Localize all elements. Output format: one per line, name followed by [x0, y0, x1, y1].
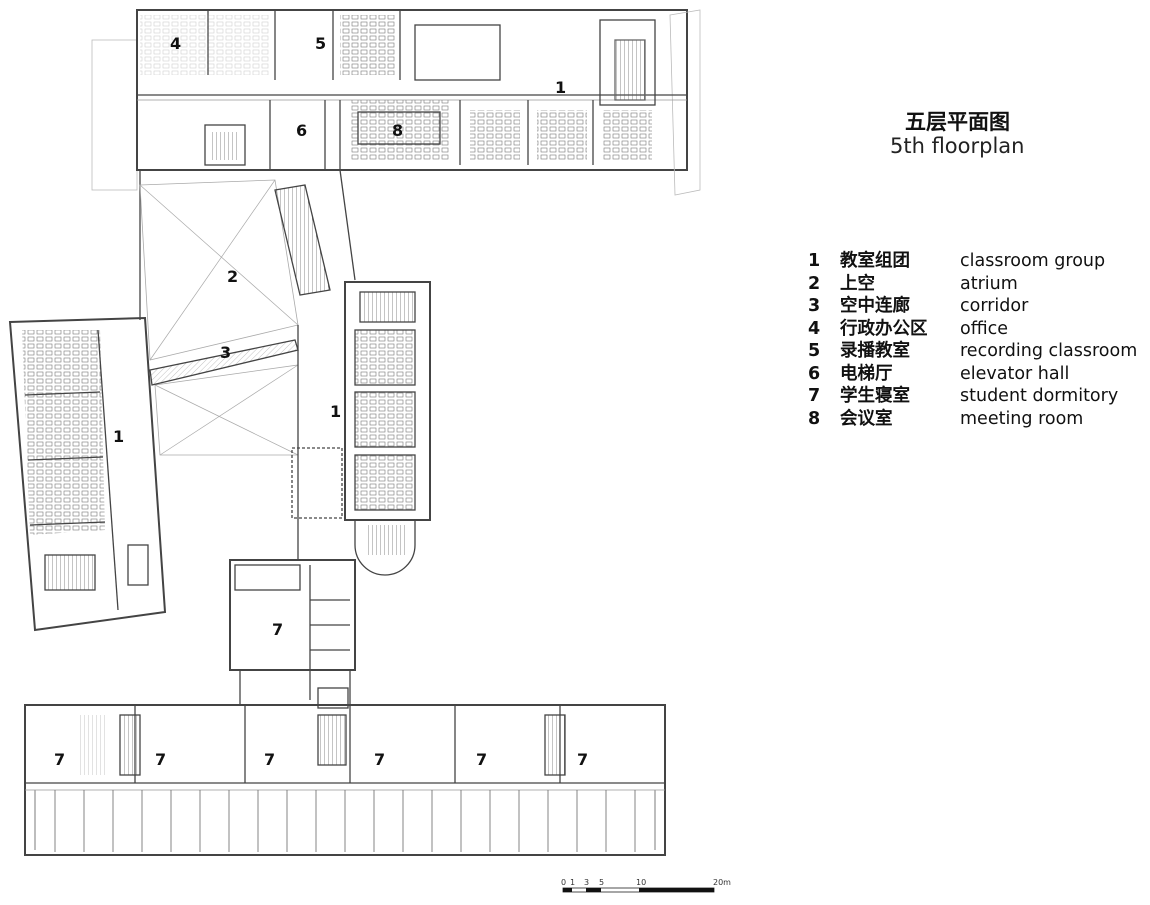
legend-en: office — [960, 318, 1009, 339]
room-label-dormitory: 7 — [54, 750, 65, 769]
scale-bar — [562, 887, 715, 893]
scale-label: 5 — [599, 878, 605, 887]
scale-label: 0 — [561, 878, 567, 887]
scale-segment — [639, 888, 714, 892]
legend-number: 5 — [808, 341, 821, 361]
legend-number: 6 — [808, 363, 821, 384]
room-label-classroom: 1 — [555, 78, 566, 97]
plan-title-cn: 五层平面图 — [905, 110, 1010, 134]
legend-number: 4 — [808, 318, 821, 339]
room-label-classroom: 1 — [113, 427, 124, 446]
plan-title-en: 5th floorplan — [890, 134, 1025, 158]
scale-label: 1 — [570, 878, 576, 887]
scale-segment — [586, 888, 601, 892]
room-label-dormitory: 7 — [374, 750, 385, 769]
legend-item: 4 行政办公区 office — [808, 318, 1137, 341]
room-label-meeting: 8 — [392, 121, 403, 140]
room-label-elevator: 6 — [296, 121, 307, 140]
legend-en: atrium — [960, 273, 1018, 294]
legend-number: 2 — [808, 273, 821, 294]
legend-item: 5 录播教室 recording classroom — [808, 340, 1137, 363]
legend-en: classroom group — [960, 251, 1106, 271]
legend-number: 3 — [808, 296, 821, 316]
scale-segment — [563, 888, 572, 892]
room-label-classroom: 1 — [330, 402, 341, 421]
legend-item: 8 会议室 meeting room — [808, 408, 1137, 431]
legend-cn: 录播教室 — [840, 341, 910, 361]
legend-item: 7 学生寝室 student dormitory — [808, 385, 1137, 408]
room-label-atrium: 2 — [227, 267, 238, 286]
legend-cn: 空中连廊 — [840, 296, 910, 316]
legend-item: 1 教室组团 classroom group — [808, 250, 1137, 273]
legend-number: 7 — [808, 386, 821, 406]
middle-dormitory — [229, 559, 356, 709]
legend-number: 1 — [808, 251, 821, 271]
bottom-dormitory-block — [24, 704, 666, 856]
left-classroom-wing — [8, 316, 167, 632]
room-label-corridor: 3 — [220, 343, 231, 362]
legend-number: 8 — [808, 408, 821, 429]
legend-en: corridor — [960, 296, 1029, 316]
room-label-office: 4 — [170, 34, 181, 53]
legend: 1 教室组团 classroom group 2 上空 atrium 3 空中连廊 corr… — [808, 250, 1137, 430]
right-classroom-wing — [291, 281, 431, 576]
legend-cn: 行政办公区 — [840, 318, 928, 339]
scale-label: 20m — [713, 878, 731, 887]
room-label-dormitory: 7 — [264, 750, 275, 769]
legend-cn: 电梯厅 — [840, 363, 893, 384]
room-label-dormitory: 7 — [155, 750, 166, 769]
room-label-dormitory: 7 — [476, 750, 487, 769]
scale-label: 3 — [584, 878, 590, 887]
legend-cn: 学生寝室 — [840, 386, 910, 406]
scale-label: 10 — [636, 878, 647, 887]
legend-item: 6 电梯厅 elevator hall — [808, 363, 1137, 386]
room-label-dormitory: 7 — [577, 750, 588, 769]
legend-cn: 教室组团 — [840, 251, 910, 271]
legend-item: 2 上空 atrium — [808, 273, 1137, 296]
legend-en: meeting room — [960, 408, 1084, 429]
room-label-dormitory: 7 — [272, 620, 283, 639]
room-label-recording: 5 — [315, 34, 326, 53]
legend-en: student dormitory — [960, 386, 1119, 406]
atrium — [139, 169, 356, 560]
legend-en: elevator hall — [960, 363, 1070, 384]
legend-en: recording classroom — [960, 341, 1138, 361]
legend-item: 3 空中连廊 corridor — [808, 295, 1137, 318]
room-labels: 4 5 1 6 8 2 3 1 1 7 7 7 7 7 7 7 — [54, 34, 588, 769]
legend-cn: 会议室 — [840, 408, 893, 429]
legend-cn: 上空 — [840, 273, 875, 294]
top-block — [91, 9, 701, 196]
